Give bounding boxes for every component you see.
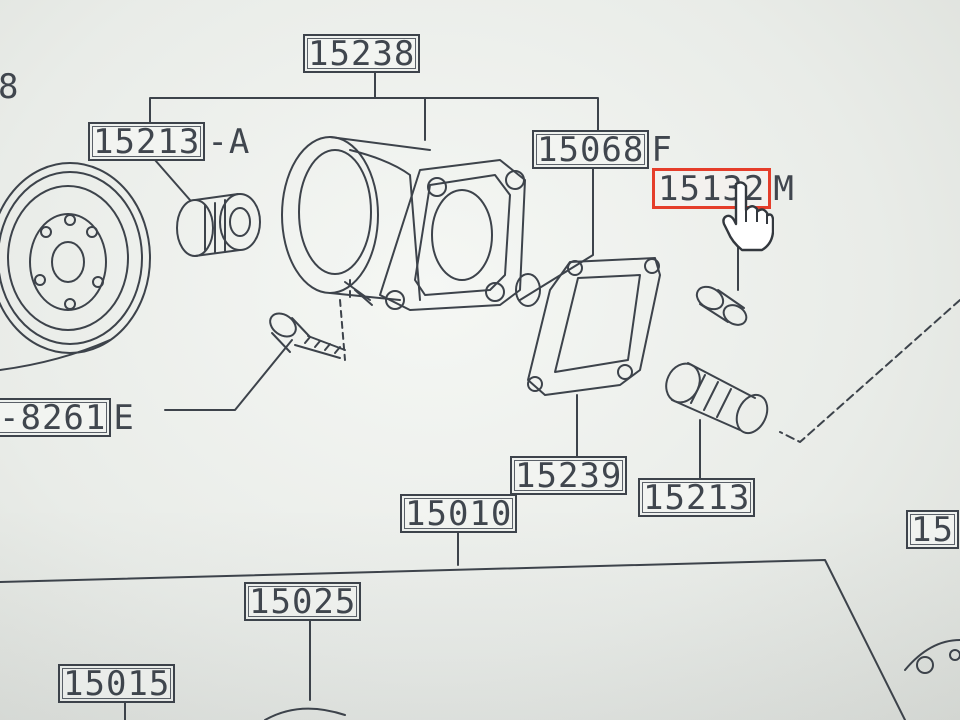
callout-number: 15238 [303, 34, 421, 73]
bushing-part [176, 193, 261, 257]
callout-15025[interactable]: 15025 [244, 582, 363, 621]
lower-assembly-part [264, 639, 960, 720]
callout-15010[interactable]: 15010 [400, 494, 519, 533]
callout-number: 15 [906, 510, 959, 549]
callout-15068-f[interactable]: 15068 F [532, 130, 673, 169]
o-ring-part [515, 273, 541, 307]
callout-15238[interactable]: 15238 [303, 34, 422, 73]
callout-edge-partial[interactable]: 8 [0, 70, 19, 104]
callout-number: 15213 [88, 122, 206, 161]
callout-suffix: F [651, 129, 673, 170]
bolt-part [269, 312, 346, 359]
callout-number: 15068 [532, 130, 650, 169]
callout-number: 15239 [510, 456, 628, 495]
callout-number: 15025 [244, 582, 362, 621]
housing-part [281, 136, 526, 311]
hand-pointer-icon [722, 181, 774, 252]
callout-15213-a[interactable]: 15213 -A [88, 122, 250, 161]
callout-suffix: M [773, 168, 795, 209]
callout-suffix: 8 [0, 67, 20, 107]
callout-08261-e[interactable]: -8261 E [0, 398, 135, 437]
gasket-part [527, 257, 661, 396]
callout-number: -8261 [0, 398, 112, 437]
callout-15015[interactable]: 15015 [58, 664, 177, 703]
callout-15239[interactable]: 15239 [510, 456, 629, 495]
callout-15213[interactable]: 15213 [638, 478, 757, 517]
callout-suffix: E [113, 397, 135, 438]
callout-number: 15015 [58, 664, 176, 703]
pulley-part [0, 162, 151, 371]
callout-suffix: -A [207, 121, 251, 162]
leader-lines [0, 71, 960, 720]
cap-part [695, 285, 748, 326]
callout-number: 15213 [638, 478, 756, 517]
callout-number: 15010 [400, 494, 518, 533]
sensor-part [665, 362, 769, 435]
callout-15-partial[interactable]: 15 [906, 510, 959, 549]
